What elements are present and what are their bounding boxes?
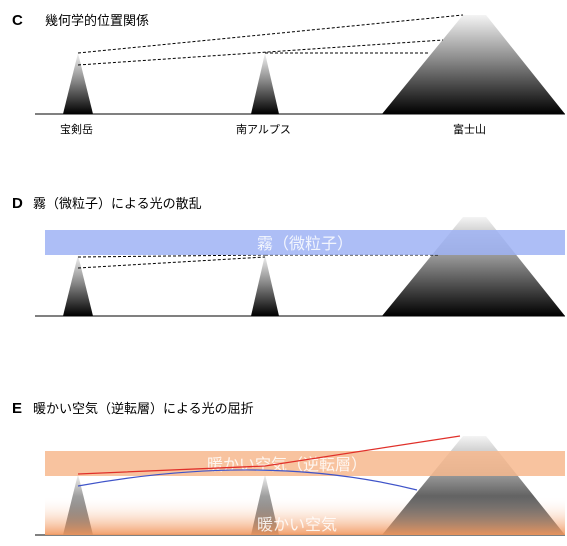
refracted-ray-red — [77, 435, 461, 475]
panel-c-letter: C — [12, 12, 23, 29]
sightline-to-summit — [77, 14, 464, 54]
label-south-alps: 南アルプス — [236, 123, 291, 136]
panel-d-letter: D — [12, 195, 23, 212]
inversion-layer-label: 暖かい空気（逆転層） — [207, 455, 367, 474]
hokkendake-mountain — [63, 53, 93, 114]
mount-fuji — [382, 15, 565, 114]
sightline-lower — [77, 256, 266, 269]
label-fuji: 富士山 — [453, 122, 486, 136]
south-alps-mountain — [251, 255, 279, 316]
refracted-ray-blue — [77, 469, 418, 491]
label-hokkendake: 宝剣岳 — [60, 122, 93, 136]
mount-fuji — [382, 217, 565, 316]
panel-d: D 霧（微粒子）による光の散乱 霧（微粒子） — [12, 195, 565, 317]
south-alps-mountain — [251, 53, 279, 114]
panel-c-title: 幾何学的位置関係 — [45, 13, 149, 29]
hokkendake-mountain — [63, 255, 93, 316]
panel-e-letter: E — [12, 400, 22, 417]
fog-band — [45, 230, 565, 255]
sightline-upper — [77, 254, 266, 258]
sightline-lower — [77, 39, 444, 66]
panel-e-title: 暖かい空気（逆転層）による光の屈折 — [33, 401, 254, 417]
panel-e: E 暖かい空気（逆転層）による光の屈折 暖かい空気（逆転層） 暖かい空気 — [12, 400, 565, 536]
fog-band-label: 霧（微粒子） — [257, 234, 353, 253]
panel-d-title: 霧（微粒子）による光の散乱 — [33, 197, 202, 212]
warm-air-label: 暖かい空気 — [257, 515, 337, 534]
panel-c: C 幾何学的位置関係 宝剣岳 南アルプス 富士山 — [12, 12, 565, 136]
warm-air-layer — [45, 496, 565, 535]
